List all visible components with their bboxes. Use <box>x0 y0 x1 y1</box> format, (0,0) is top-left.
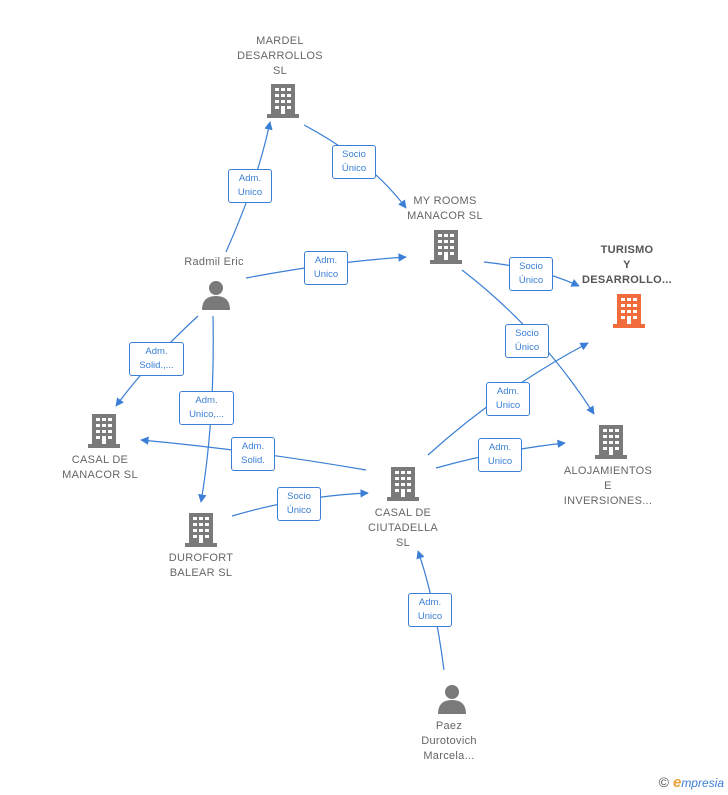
relation-label[interactable]: Socio Único <box>509 257 553 291</box>
brand-watermark: ©empresia <box>659 774 724 791</box>
node-label-paez[interactable]: Paez Durotovich Marcela... <box>421 720 477 762</box>
building-icon[interactable] <box>185 513 217 547</box>
building-icon[interactable] <box>595 425 627 459</box>
relation-label[interactable]: Adm. Unico,... <box>179 391 234 425</box>
node-label-alojamientos[interactable]: ALOJAMIENTOS E INVERSIONES... <box>563 465 653 507</box>
relation-label[interactable]: Adm. Unico <box>228 169 272 203</box>
building-icon[interactable] <box>88 414 120 448</box>
building-icon[interactable] <box>267 84 299 118</box>
node-label-casal-manacor[interactable]: CASAL DE MANACOR SL <box>62 454 138 481</box>
relation-label[interactable]: Adm. Unico <box>478 438 522 472</box>
relation-label[interactable]: Adm. Unico <box>408 593 452 627</box>
relation-label[interactable]: Socio Único <box>332 145 376 179</box>
node-label-radmil[interactable]: Radmil Eric <box>184 256 244 268</box>
building-icon[interactable] <box>387 467 419 501</box>
node-label-myrooms[interactable]: MY ROOMS MANACOR SL <box>407 195 483 222</box>
person-icon[interactable] <box>201 280 231 310</box>
node-label-durofort[interactable]: DUROFORT BALEAR SL <box>168 552 234 579</box>
relation-label[interactable]: Socio Único <box>505 324 549 358</box>
relation-label[interactable]: Adm. Solid.,... <box>129 342 184 376</box>
building-icon[interactable] <box>430 230 462 264</box>
brand-logo-text: mpresia <box>681 776 724 790</box>
relation-label[interactable]: Adm. Unico <box>486 382 530 416</box>
relation-label[interactable]: Adm. Unico <box>304 251 348 285</box>
relation-label[interactable]: Socio Único <box>277 487 321 521</box>
node-label-turismo[interactable]: TURISMO Y DESARROLLO... <box>581 244 673 286</box>
person-icon[interactable] <box>437 684 467 714</box>
brand-logo-e: e <box>672 774 682 791</box>
building-icon-highlighted[interactable] <box>613 294 645 328</box>
node-label-casal-ciutadella[interactable]: CASAL DE CIUTADELLA SL <box>367 507 439 549</box>
node-label-mardel[interactable]: MARDEL DESARROLLOS SL <box>237 35 323 77</box>
relation-label[interactable]: Adm. Solid. <box>231 437 275 471</box>
copyright-symbol: © <box>658 774 669 790</box>
